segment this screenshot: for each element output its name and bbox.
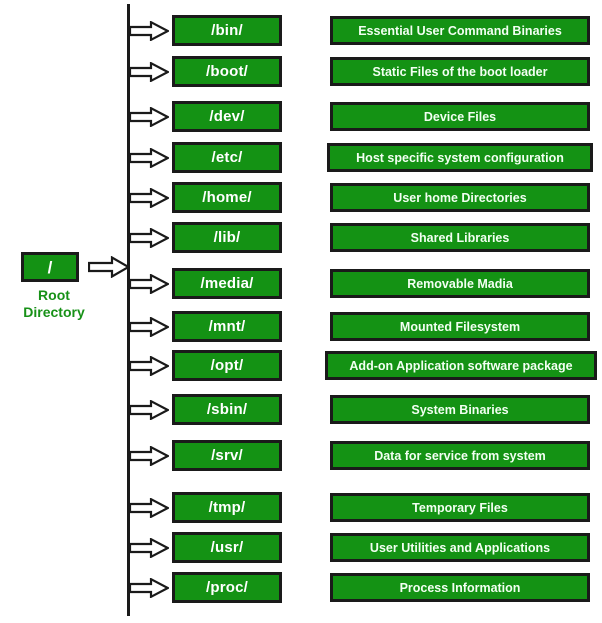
directory-description-box[interactable]: Mounted Filesystem — [330, 312, 590, 341]
root-caption-line-2: Directory — [23, 304, 85, 320]
branch-arrow-icon — [129, 498, 171, 518]
directory-box[interactable]: /mnt/ — [172, 311, 282, 342]
branch-arrow-icon — [129, 62, 171, 82]
branch-arrow-icon — [129, 356, 171, 376]
branch-arrow-icon — [129, 188, 171, 208]
root-directory-caption: Root Directory — [0, 287, 108, 321]
directory-box[interactable]: /etc/ — [172, 142, 282, 173]
directory-description-box[interactable]: Shared Libraries — [330, 223, 590, 252]
directory-description-box[interactable]: User home Directories — [330, 183, 590, 212]
directory-box[interactable]: /lib/ — [172, 222, 282, 253]
directory-description: Device Files — [423, 109, 497, 124]
directory-description-box[interactable]: User Utilities and Applications — [330, 533, 590, 562]
directory-box[interactable]: /tmp/ — [172, 492, 282, 523]
directory-description: Static Files of the boot loader — [372, 64, 548, 79]
directory-description: Add-on Application software package — [349, 358, 573, 373]
directory-description: Shared Libraries — [410, 230, 510, 245]
directory-description-box[interactable]: Temporary Files — [330, 493, 590, 522]
root-caption-line-1: Root — [38, 287, 70, 303]
root-to-spine-arrow-icon — [88, 256, 130, 278]
directory-name: /opt/ — [210, 357, 244, 374]
directory-box[interactable]: /opt/ — [172, 350, 282, 381]
directory-box[interactable]: /dev/ — [172, 101, 282, 132]
branch-arrow-icon — [129, 228, 171, 248]
directory-description: Host specific system configuration — [356, 150, 564, 165]
branch-arrow-icon — [129, 578, 171, 598]
directory-description: Mounted Filesystem — [399, 319, 521, 334]
directory-description: Process Information — [399, 580, 521, 595]
directory-box[interactable]: /sbin/ — [172, 394, 282, 425]
directory-description: System Binaries — [411, 402, 509, 417]
directory-description-box[interactable]: Process Information — [330, 573, 590, 602]
directory-description-box[interactable]: Device Files — [330, 102, 590, 131]
branch-arrow-icon — [129, 274, 171, 294]
hierarchy-trunk-line — [127, 4, 130, 616]
root-directory-label: / — [47, 257, 53, 277]
branch-arrow-icon — [129, 538, 171, 558]
directory-name: /boot/ — [205, 63, 249, 80]
branch-arrow-icon — [129, 400, 171, 420]
directory-box[interactable]: /media/ — [172, 268, 282, 299]
directory-name: /media/ — [200, 275, 254, 292]
directory-description-box[interactable]: System Binaries — [330, 395, 590, 424]
directory-box[interactable]: /usr/ — [172, 532, 282, 563]
directory-description-box[interactable]: Host specific system configuration — [327, 143, 593, 172]
directory-box[interactable]: /boot/ — [172, 56, 282, 87]
directory-box[interactable]: /home/ — [172, 182, 282, 213]
directory-description: Data for service from system — [374, 448, 546, 463]
directory-name: /proc/ — [205, 579, 249, 596]
directory-name: /home/ — [202, 189, 252, 206]
directory-description: Temporary Files — [412, 500, 508, 515]
root-directory-box[interactable]: / — [21, 252, 79, 282]
directory-name: /srv/ — [211, 447, 243, 464]
directory-name: /sbin/ — [206, 401, 248, 418]
branch-arrow-icon — [129, 21, 171, 41]
directory-box[interactable]: /proc/ — [172, 572, 282, 603]
branch-arrow-icon — [129, 446, 171, 466]
directory-name: /mnt/ — [208, 318, 246, 335]
directory-box[interactable]: /srv/ — [172, 440, 282, 471]
directory-name: /dev/ — [209, 108, 245, 125]
directory-name: /etc/ — [211, 149, 243, 166]
directory-description-box[interactable]: Add-on Application software package — [325, 351, 597, 380]
directory-description: Essential User Command Binaries — [358, 23, 562, 38]
branch-arrow-icon — [129, 317, 171, 337]
directory-description-box[interactable]: Data for service from system — [330, 441, 590, 470]
directory-name: /tmp/ — [208, 499, 246, 516]
directory-name: /lib/ — [213, 229, 241, 246]
directory-description: User home Directories — [393, 190, 527, 205]
directory-description: Removable Madia — [407, 276, 513, 291]
directory-name: /bin/ — [211, 22, 243, 39]
directory-description: User Utilities and Applications — [369, 540, 551, 555]
directory-description-box[interactable]: Static Files of the boot loader — [330, 57, 590, 86]
branch-arrow-icon — [129, 107, 171, 127]
branch-arrow-icon — [129, 148, 171, 168]
directory-box[interactable]: /bin/ — [172, 15, 282, 46]
directory-name: /usr/ — [210, 539, 244, 556]
directory-description-box[interactable]: Essential User Command Binaries — [330, 16, 590, 45]
directory-description-box[interactable]: Removable Madia — [330, 269, 590, 298]
